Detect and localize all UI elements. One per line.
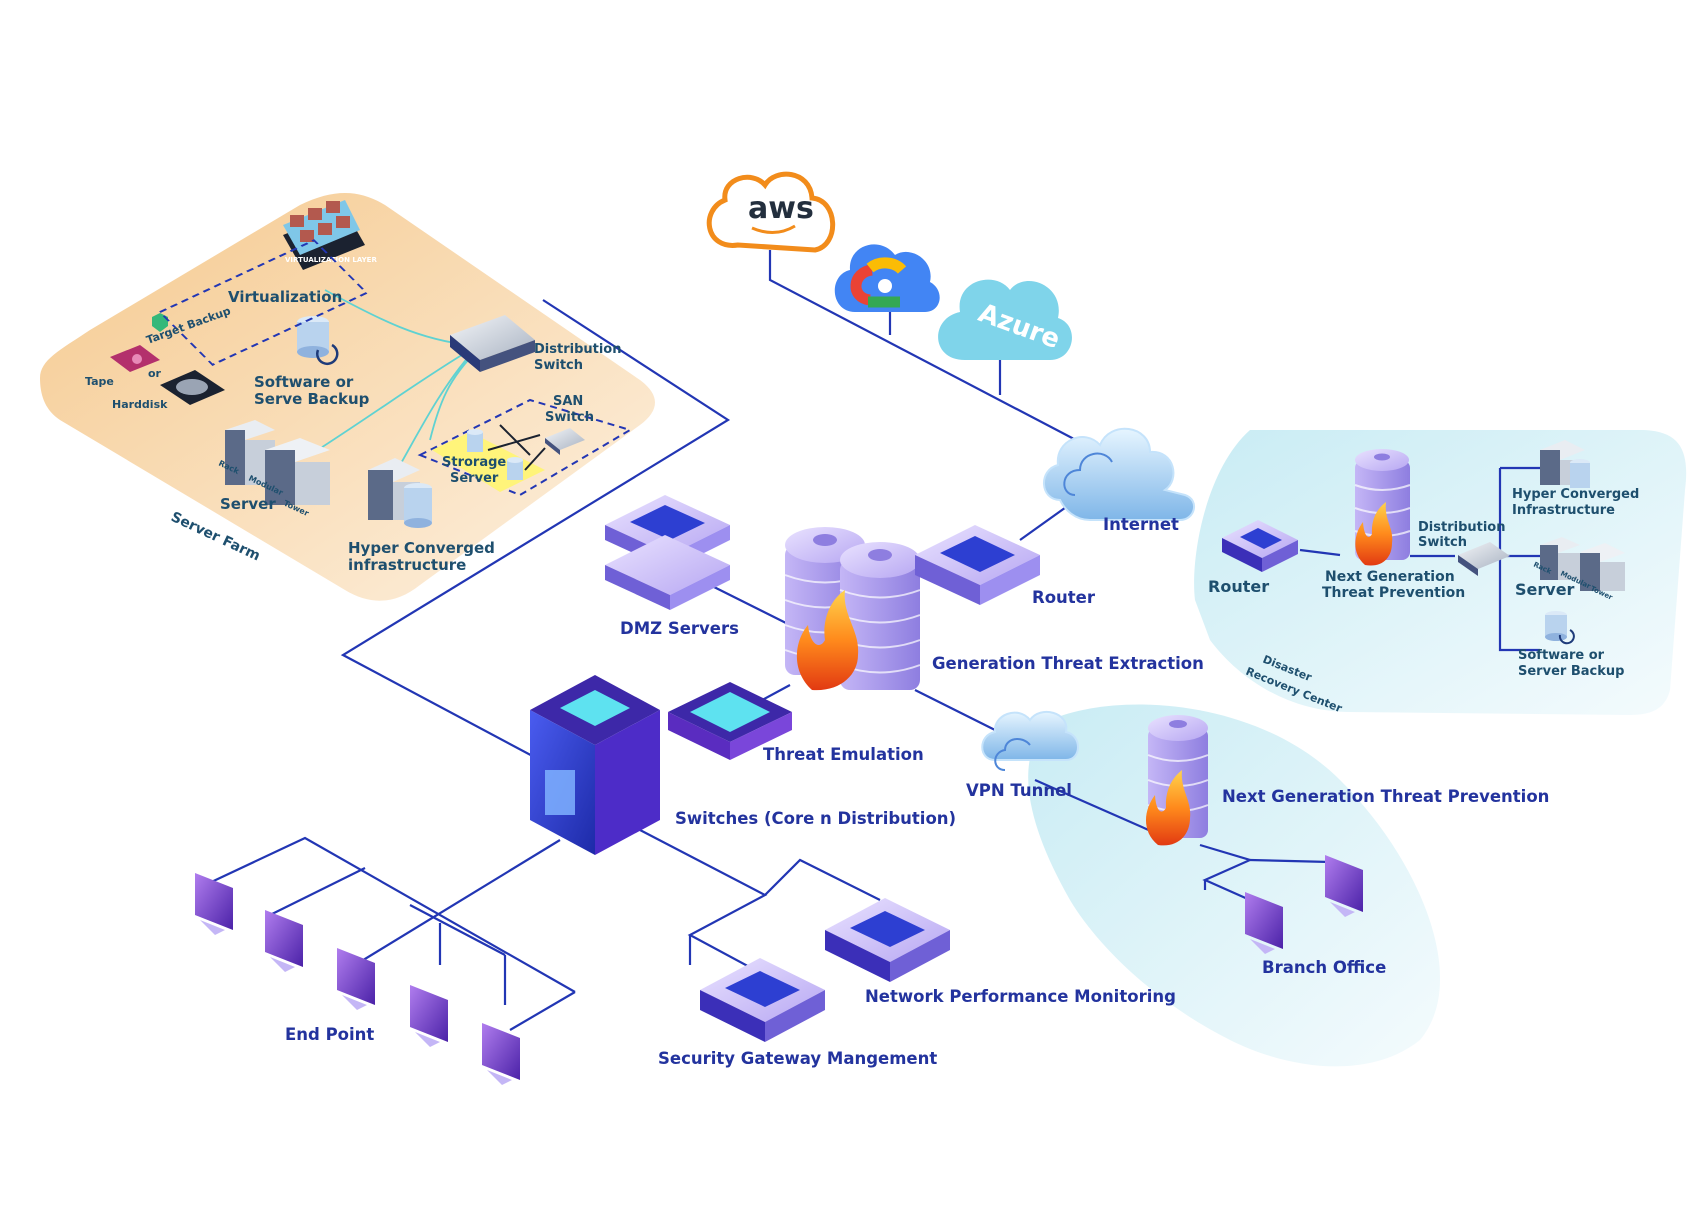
switches-label: Switches (Core n Distribution): [675, 809, 956, 828]
core-switch-icon: [530, 675, 660, 855]
dr-router-icon: [1222, 520, 1298, 572]
router-label: Router: [1032, 588, 1096, 607]
dr-switch-label-2: Switch: [1418, 535, 1467, 550]
dr-switch-label-1: Distribution: [1418, 520, 1505, 535]
monitor-icon: [482, 1023, 520, 1085]
aws-cloud: aws: [706, 171, 836, 253]
distribution-switch-icon: [450, 315, 535, 372]
san-arrows: [487, 424, 546, 471]
internet-cloud-icon: [1043, 427, 1195, 521]
or-label: or: [148, 367, 162, 380]
monitor-icon: [265, 910, 303, 972]
ngtp-label: Next Generation Threat Prevention: [1222, 787, 1549, 806]
router-icon: [915, 525, 1040, 605]
dr-ngtp-label-2: Threat Prevention: [1322, 585, 1465, 601]
storage-db-icon: [467, 429, 523, 480]
target-backup-dashed-box: [158, 239, 369, 366]
monitor-icon: [1245, 892, 1283, 954]
dr-ngtp-label-1: Next Generation: [1325, 569, 1455, 585]
distribution-switch-label-2: Switch: [534, 358, 583, 373]
ngtp-firewall-icon: [1145, 715, 1209, 846]
dr-backup-label-1: Software or: [1518, 648, 1605, 663]
monitor-icon: [1325, 855, 1363, 917]
end-point-label: End Point: [285, 1025, 374, 1044]
farm-server-label: Server: [220, 495, 276, 513]
monitor-icon: [337, 948, 375, 1010]
threat-emulation-icon: [668, 682, 792, 760]
farm-hci-label-1: Hyper Converged: [348, 539, 495, 557]
dr-ngtp-icon: [1354, 449, 1411, 566]
disaster-recovery-region: [1194, 430, 1687, 715]
software-backup-label-1: Software or: [254, 373, 354, 391]
tape-icon: [110, 345, 160, 372]
dr-router-label: Router: [1208, 577, 1269, 596]
vpn-tunnel-label: VPN Tunnel: [966, 781, 1072, 800]
software-backup-icon: [297, 316, 339, 366]
google-cloud-icon: [834, 244, 940, 312]
dr-backup-label-2: Server Backup: [1518, 664, 1624, 679]
virtualization-label: Virtualization: [228, 288, 342, 306]
software-backup-label-2: Serve Backup: [254, 390, 370, 408]
npm-label: Network Performance Monitoring: [865, 987, 1176, 1006]
farm-hci-icon: [368, 458, 432, 528]
threat-emulation-label: Threat Emulation: [763, 745, 924, 764]
harddisk-label: Harddisk: [112, 398, 168, 411]
dr-distribution-switch-icon: [1458, 542, 1510, 576]
distribution-switch-label-1: Distribution: [534, 342, 621, 357]
dr-server-label: Server: [1515, 580, 1575, 599]
harddisk-icon: [160, 370, 225, 405]
monitor-icon: [195, 873, 233, 935]
dr-backup-icon: [1545, 611, 1575, 645]
branch-office-label: Branch Office: [1262, 958, 1386, 977]
storage-server-label-2: Server: [450, 471, 499, 486]
end-point-monitors: [195, 873, 520, 1085]
azure-cloud: Azure: [938, 279, 1072, 360]
threat-extraction-label: Generation Threat Extraction: [932, 654, 1204, 673]
virtualization-icon: VIRTUALIZATION LAYER: [283, 200, 377, 270]
san-switch-icon: [545, 428, 585, 455]
lock-icon: [152, 313, 168, 332]
farm-server-rack-icon: [225, 420, 330, 505]
san-switch-label-1: SAN: [553, 394, 583, 409]
internet-label: Internet: [1103, 515, 1179, 534]
branch-monitors: [1245, 855, 1363, 954]
aws-logo-text: aws: [748, 191, 814, 226]
dmz-server-icon: [605, 495, 730, 610]
dr-hci-icon: [1540, 440, 1590, 488]
core-labels: Internet Router DMZ Servers Generation T…: [285, 515, 1549, 1068]
dr-hci-label-1: Hyper Converged: [1512, 487, 1639, 502]
sgm-server-icon: [700, 958, 825, 1042]
npm-server-icon: [825, 898, 950, 982]
firewall-icon: [784, 527, 921, 691]
tape-label: Tape: [85, 375, 114, 388]
vpn-cloud-icon: [981, 711, 1079, 771]
sgm-label: Security Gateway Mangement: [658, 1049, 937, 1068]
dr-server-rack-icon: [1540, 537, 1625, 591]
dr-hci-label-2: Infrastructure: [1512, 503, 1615, 518]
virtualization-layer-label: VIRTUALIZATION LAYER: [285, 256, 377, 264]
dmz-servers-label: DMZ Servers: [620, 619, 739, 638]
san-switch-label-2: Switch: [545, 410, 594, 425]
farm-hci-label-2: infrastructure: [348, 556, 466, 574]
branch-office-region: [1028, 704, 1441, 1067]
server-farm-labels: Virtualization Target Backup Tape or Har…: [85, 288, 621, 574]
server-farm-region: [40, 192, 655, 601]
storage-server-label-1: Strorage: [442, 455, 506, 470]
monitor-icon: [410, 985, 448, 1047]
